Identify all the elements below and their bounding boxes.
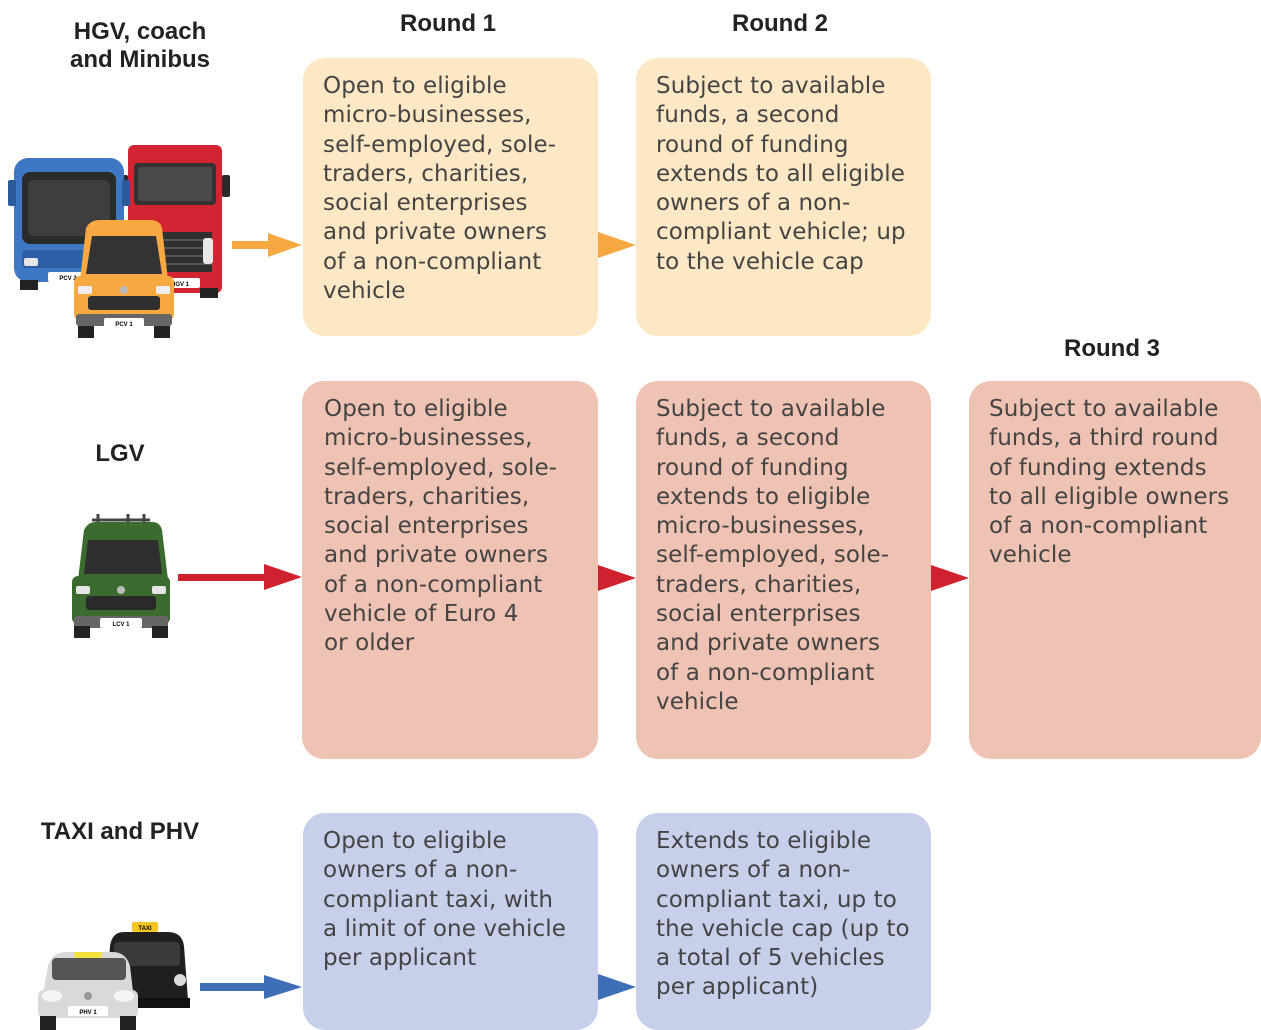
round-1-heading: Round 1	[400, 10, 496, 37]
plate-phv1: PHV 1	[79, 1010, 97, 1016]
row-label-lgv: LGV	[95, 440, 145, 467]
plate-pcv1: PCV 1	[115, 322, 133, 328]
lgv-round-1-text: Open to eligible micro-businesses, self-…	[324, 396, 558, 657]
van-icon: LCV 1	[72, 514, 170, 638]
car-icon: PHV 1	[38, 952, 138, 1030]
minibus-icon: PCV 1	[74, 220, 174, 338]
hgv-round-1-text: Open to eligible micro-businesses, self-…	[323, 73, 557, 305]
lgv-round-3-box: Subject to available funds, a third roun…	[969, 381, 1261, 759]
taxi-round-2-box: Extends to eligible owners of a non- com…	[636, 813, 931, 1030]
plate-hgv: HGV 1	[171, 282, 190, 288]
lgv-round-1-box: Open to eligible micro-businesses, self-…	[302, 381, 598, 759]
row-label-hgv: HGV, coach and Minibus	[70, 18, 210, 73]
round-2-heading: Round 2	[732, 10, 828, 37]
taxi-sign: TAXI	[138, 926, 152, 932]
plate-lcv1: LCV 1	[112, 622, 130, 628]
lgv-round-3-text: Subject to available funds, a third roun…	[989, 396, 1230, 569]
row-label-taxi: TAXI and PHV	[40, 818, 200, 845]
lgv-round-2-box: Subject to available funds, a second rou…	[636, 381, 931, 759]
hgv-round-1-box: Open to eligible micro-businesses, self-…	[303, 58, 598, 336]
taxi-round-2-text: Extends to eligible owners of a non- com…	[656, 828, 910, 1001]
hgv-round-2-text: Subject to available funds, a second rou…	[656, 73, 906, 275]
taxi-round-1-box: Open to eligible owners of a non- compli…	[303, 813, 598, 1030]
taxi-round-1-text: Open to eligible owners of a non- compli…	[323, 828, 567, 972]
round-3-heading: Round 3	[1064, 335, 1160, 362]
plate-pcv2: PCV 2	[59, 276, 77, 282]
lgv-round-2-text: Subject to available funds, a second rou…	[656, 396, 890, 715]
hgv-round-2-box: Subject to available funds, a second rou…	[636, 58, 931, 336]
